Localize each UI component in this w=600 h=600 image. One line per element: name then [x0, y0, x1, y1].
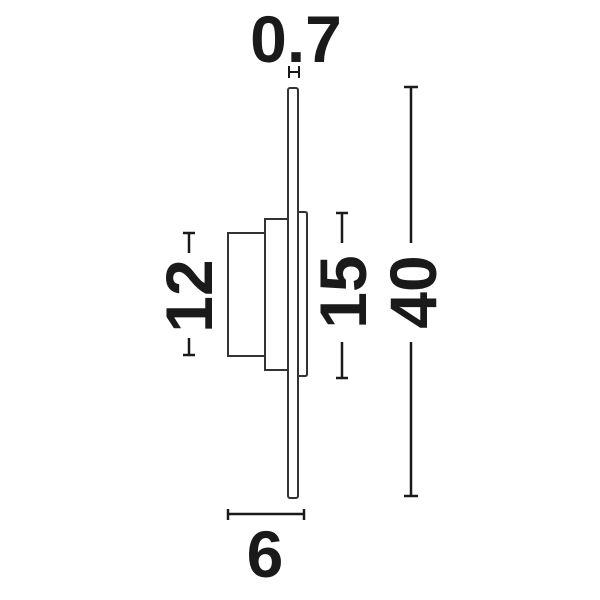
- total-depth-dimension-line: [226, 509, 306, 520]
- total-height-label: 40: [376, 255, 450, 328]
- middle-block: [264, 218, 289, 371]
- total-height-dimension-line: [404, 85, 418, 498]
- mount-bracket: [298, 211, 308, 377]
- back-box: [227, 232, 266, 357]
- mount-height-label: 15: [306, 255, 380, 328]
- mount-height-dimension-line: [336, 211, 348, 380]
- main-plate: [287, 87, 299, 499]
- total-depth-label: 6: [247, 517, 284, 591]
- base-height-dimension-line: [183, 231, 195, 357]
- base-height-label: 12: [152, 259, 226, 332]
- plate-thickness-label: 0.7: [250, 2, 342, 76]
- plate-thickness-dimension-line: [288, 66, 300, 78]
